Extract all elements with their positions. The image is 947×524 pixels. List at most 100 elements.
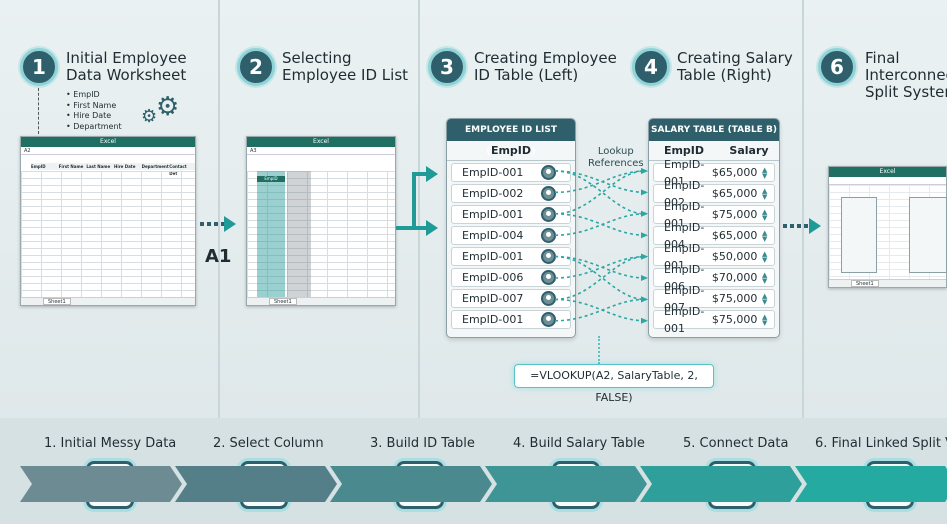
sort-arrows-icon: ▲▼ (761, 207, 768, 222)
list-item: Hire Date (66, 111, 122, 122)
flow-arrow-2 (809, 218, 821, 234)
table-row[interactable]: EmpID-001 (451, 163, 571, 182)
salary-cell: $65,000 (711, 229, 758, 242)
sheet-tab[interactable]: Sheet1 (851, 280, 879, 287)
formula-box[interactable]: =VLOOKUP(A2, SalaryTable, 2, FALSE) (514, 364, 714, 404)
table-row[interactable]: EmpID-004 (451, 226, 571, 245)
timeline-segment (485, 466, 647, 502)
step-title-1: Initial Employee Data Worksheet (66, 50, 187, 84)
mini-table-left (841, 197, 877, 273)
table-row[interactable]: EmpID-001 (451, 247, 571, 266)
name-box[interactable]: A2 (21, 147, 195, 155)
table-row[interactable]: EmpID-001$75,000▲▼ (653, 200, 775, 230)
step-badge-3: 3 (428, 48, 466, 86)
split-arrow (426, 220, 438, 236)
sort-arrows-icon: ▲▼ (761, 228, 768, 243)
lookup-arrowhead (641, 210, 648, 217)
sheet-tab[interactable]: Sheet1 (43, 298, 71, 305)
workbook-title: Excel (21, 137, 195, 147)
table-row[interactable]: EmpID-001$75,000▲▼ (653, 305, 775, 335)
name-box[interactable]: A3 (247, 147, 395, 155)
step-title-4: Creating Salary Table (Right) (677, 50, 793, 84)
sheet-tab[interactable]: Sheet1 (269, 298, 297, 305)
lookup-links (554, 168, 648, 324)
lookup-label-line: References (588, 158, 644, 169)
table-title: SALARY TABLE (TABLE B) (649, 119, 779, 141)
sheet-tabs: Sheet1 (829, 279, 946, 287)
lookup-arrowhead (641, 296, 648, 303)
selected-column[interactable] (257, 171, 285, 297)
excel-workbook-final[interactable]: Excel Sheet1 (828, 166, 947, 288)
column-header-label: Salary (729, 144, 769, 157)
flow-arrow-1 (200, 216, 236, 232)
lookup-link (554, 255, 646, 301)
sort-arrows-icon: ▲▼ (761, 312, 768, 327)
table-row[interactable]: EmpID-002 (451, 184, 571, 203)
split-arrow (396, 172, 428, 230)
timeline-label: 5. Connect Data (683, 436, 789, 451)
lookup-link (554, 255, 646, 301)
column-header: EmpID (447, 141, 575, 161)
selected-header: EmpID (257, 176, 285, 182)
sort-arrows-icon: ▲▼ (761, 291, 768, 306)
salary-cell: $50,000 (711, 250, 758, 263)
step-title-2: Selecting Employee ID List (282, 50, 408, 84)
person-icon (541, 291, 556, 306)
table-row[interactable]: EmpID-004$65,000▲▼ (653, 221, 775, 251)
table-row[interactable]: EmpID-007 (451, 289, 571, 308)
table-row[interactable]: EmpID-006 (451, 268, 571, 287)
step-title-6: Final Interconnect Split System (865, 50, 947, 101)
column-header-label: EmpID (490, 144, 532, 157)
salary-cell: $75,000 (711, 313, 758, 326)
step-title-3: Creating Employee ID Table (Left) (474, 50, 617, 84)
timeline-segment (175, 466, 337, 502)
emp-id-cell: EmpID-007 (462, 292, 524, 305)
timeline-label: 3. Build ID Table (370, 436, 475, 451)
table-row[interactable]: EmpID-006$70,000▲▼ (653, 263, 775, 293)
lookup-arrowhead (641, 275, 648, 281)
salary-table: SALARY TABLE (TABLE B) EmpID Salary EmpI… (648, 118, 780, 338)
table-row[interactable]: EmpID-001 (451, 310, 571, 329)
mini-table-right (909, 197, 947, 273)
header-cell: Contact Det (169, 164, 187, 176)
salary-cell: $70,000 (711, 271, 758, 284)
header-cell: EmpID (31, 164, 46, 169)
list-item: EmpID (66, 90, 122, 101)
split-arrow (396, 166, 438, 236)
column-header: EmpID Salary (649, 141, 779, 161)
excel-workbook-2[interactable]: Excel A3 EmpID Sheet1 (246, 136, 396, 306)
lookup-link (554, 213, 646, 236)
step-badge-4: 4 (632, 48, 670, 86)
formula-connector (598, 336, 600, 364)
step-title-line: Employee ID List (282, 66, 409, 84)
sheet-grid[interactable] (247, 171, 395, 297)
salary-cell: $65,000 (711, 187, 758, 200)
table-row[interactable]: EmpID-001$50,000▲▼ (653, 242, 775, 272)
column-header-label: EmpID (663, 144, 705, 157)
person-icon (541, 312, 556, 327)
gear-icon: ⚙ (141, 106, 158, 127)
emp-id-cell: EmpID-001 (462, 313, 524, 326)
table-row[interactable]: EmpID-001$65,000▲▼ (653, 158, 775, 188)
split-arrow (426, 166, 438, 182)
list-item: First Name (66, 101, 122, 112)
lookup-arrowhead (641, 253, 648, 260)
timeline-segment (330, 466, 492, 502)
step-title-line: Split System (865, 83, 947, 101)
gear-icon: ⚙ (156, 92, 180, 122)
salary-cell: $75,000 (711, 208, 758, 221)
timeline-segment (20, 466, 182, 502)
table-row[interactable]: EmpID-007$75,000▲▼ (653, 284, 775, 314)
sheet-grid[interactable] (21, 171, 195, 297)
lookup-link (554, 255, 646, 279)
name-box[interactable] (829, 177, 946, 185)
excel-workbook-1[interactable]: Excel A2 EmpID First Name Last Name Hire… (20, 136, 196, 306)
lookup-link (554, 170, 646, 194)
workbook-title: Excel (247, 137, 395, 147)
timeline-label: 1. Initial Messy Data (44, 436, 177, 451)
sort-arrows-icon: ▲▼ (761, 270, 768, 285)
flow-arrow-2 (783, 218, 821, 234)
header-cell: Last Name (86, 164, 111, 169)
lookup-arrowhead (641, 168, 648, 174)
step-title-line: Final (865, 50, 900, 67)
